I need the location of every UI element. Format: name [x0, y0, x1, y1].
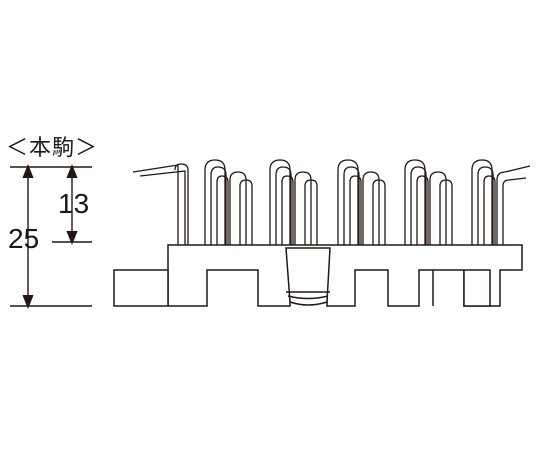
- pile-tip-right: [496, 165, 531, 245]
- pile-loops: [132, 159, 531, 245]
- center-connector: [285, 247, 331, 306]
- dimension-lines: [10, 164, 92, 309]
- pile-loop: [269, 159, 291, 245]
- pile-tip-left: [132, 164, 179, 245]
- diagram-heading: ＜本駒＞: [6, 136, 99, 161]
- pile-loop: [204, 159, 226, 245]
- right-foot-block: [463, 269, 491, 307]
- pile-loop: [404, 159, 426, 245]
- pile-loop: [471, 159, 493, 245]
- base-outline: [167, 244, 523, 307]
- left-foot-block: [113, 269, 169, 307]
- pile-loop: [337, 159, 359, 245]
- mat-base: [113, 244, 523, 307]
